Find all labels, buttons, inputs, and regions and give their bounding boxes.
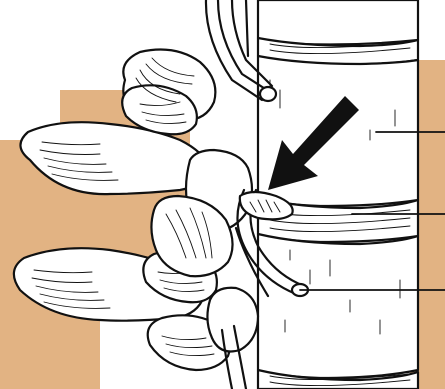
vertebral-body-upper xyxy=(258,0,418,45)
vertebral-bodies xyxy=(258,0,418,389)
facet-joint-lower xyxy=(207,288,258,352)
nerve-strand-4 xyxy=(246,0,248,56)
vertebral-body-lower xyxy=(258,234,418,378)
nerve-root-end xyxy=(260,87,276,101)
